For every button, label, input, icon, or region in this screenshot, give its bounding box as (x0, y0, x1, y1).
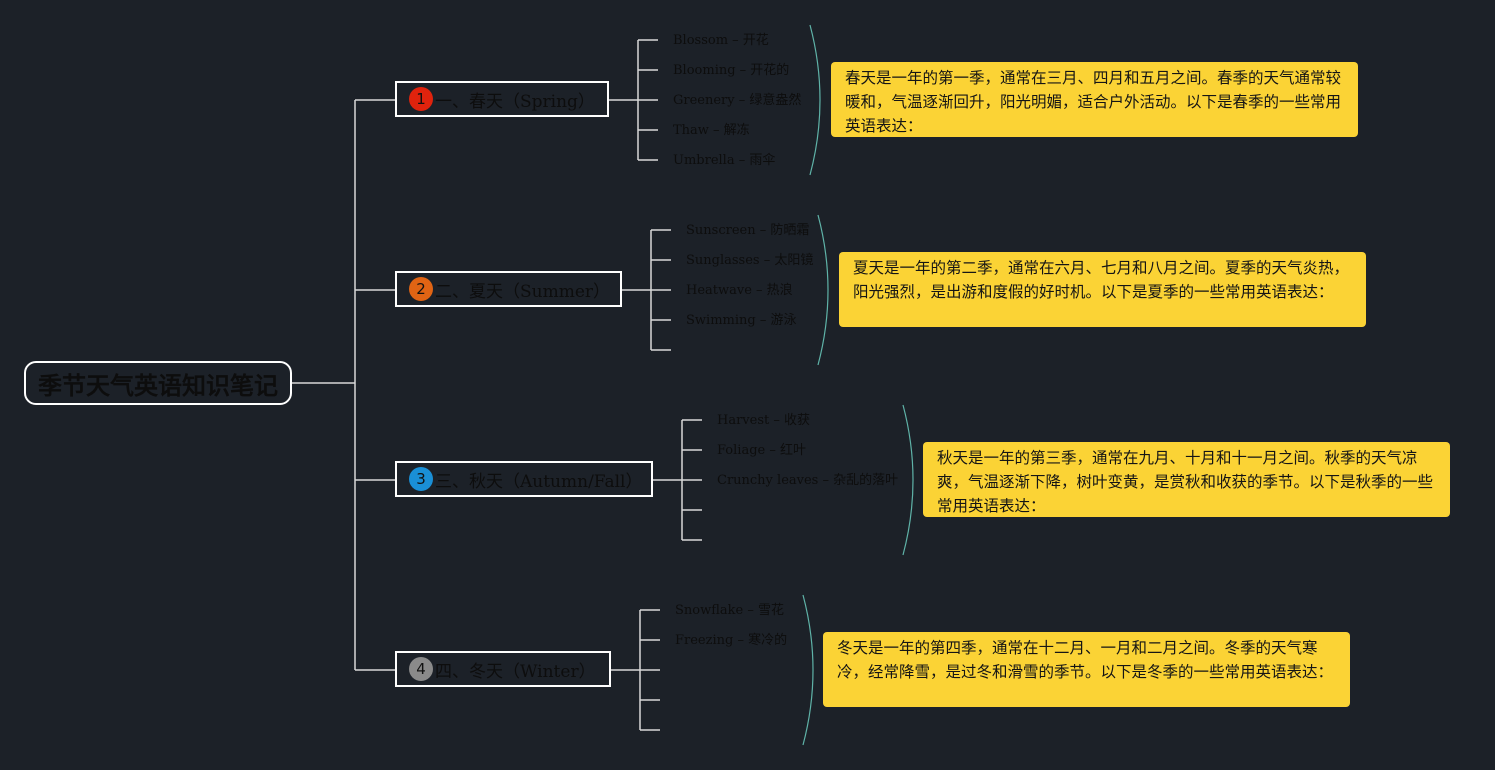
leaf-item[interactable]: Sunglasses – 太阳镜 (686, 253, 814, 268)
branch-label: 二、夏天（Summer） (435, 281, 611, 302)
leaf-item[interactable]: Freezing – 寒冷的 (675, 633, 788, 648)
summary-note-winter[interactable]: 冬天是一年的第四季，通常在十二月、一月和二月之间。冬季的天气寒冷，经常降雪，是过… (823, 632, 1350, 707)
summary-note-spring[interactable]: 春天是一年的第一季，通常在三月、四月和五月之间。春季的天气通常较暖和，气温逐渐回… (831, 62, 1358, 137)
number-badge-icon: 1 (409, 87, 433, 111)
leaf-item[interactable]: Crunchy leaves – 杂乱的落叶 (717, 473, 899, 488)
leaf-item[interactable]: Sunscreen – 防晒霜 (686, 223, 810, 238)
leaf-item[interactable]: Greenery – 绿意盎然 (673, 93, 802, 108)
branch-label: 四、冬天（Winter） (435, 661, 596, 682)
leaf-item[interactable]: Thaw – 解冻 (673, 123, 750, 138)
summary-note-summer[interactable]: 夏天是一年的第二季，通常在六月、七月和八月之间。夏季的天气炎热，阳光强烈，是出游… (839, 252, 1366, 327)
number-badge-icon: 4 (409, 657, 433, 681)
branch-summer[interactable]: 2 二、夏天（Summer） (395, 271, 622, 307)
leaf-item[interactable]: Heatwave – 热浪 (686, 283, 793, 298)
leaf-item[interactable]: Swimming – 游泳 (686, 313, 797, 328)
leaf-item[interactable]: Foliage – 红叶 (717, 443, 806, 458)
number-badge-icon: 3 (409, 467, 433, 491)
leaf-item[interactable]: Umbrella – 雨伞 (673, 153, 776, 168)
branch-spring[interactable]: 1 一、春天（Spring） (395, 81, 609, 117)
branch-label: 三、秋天（Autumn/Fall） (435, 471, 643, 492)
leaf-item[interactable]: Blooming – 开花的 (673, 63, 790, 78)
root-topic[interactable]: 季节天气英语知识笔记 (24, 361, 292, 405)
summary-note-autumn[interactable]: 秋天是一年的第三季，通常在九月、十月和十一月之间。秋季的天气凉爽，气温逐渐下降，… (923, 442, 1450, 517)
leaf-item[interactable]: Blossom – 开花 (673, 33, 769, 48)
branch-winter[interactable]: 4 四、冬天（Winter） (395, 651, 611, 687)
root-topic-label: 季节天气英语知识笔记 (38, 371, 278, 400)
branch-label: 一、春天（Spring） (435, 91, 595, 112)
leaf-item[interactable]: Snowflake – 雪花 (675, 603, 784, 618)
leaf-item[interactable]: Harvest – 收获 (717, 413, 810, 428)
number-badge-icon: 2 (409, 277, 433, 301)
branch-autumn[interactable]: 3 三、秋天（Autumn/Fall） (395, 461, 653, 497)
